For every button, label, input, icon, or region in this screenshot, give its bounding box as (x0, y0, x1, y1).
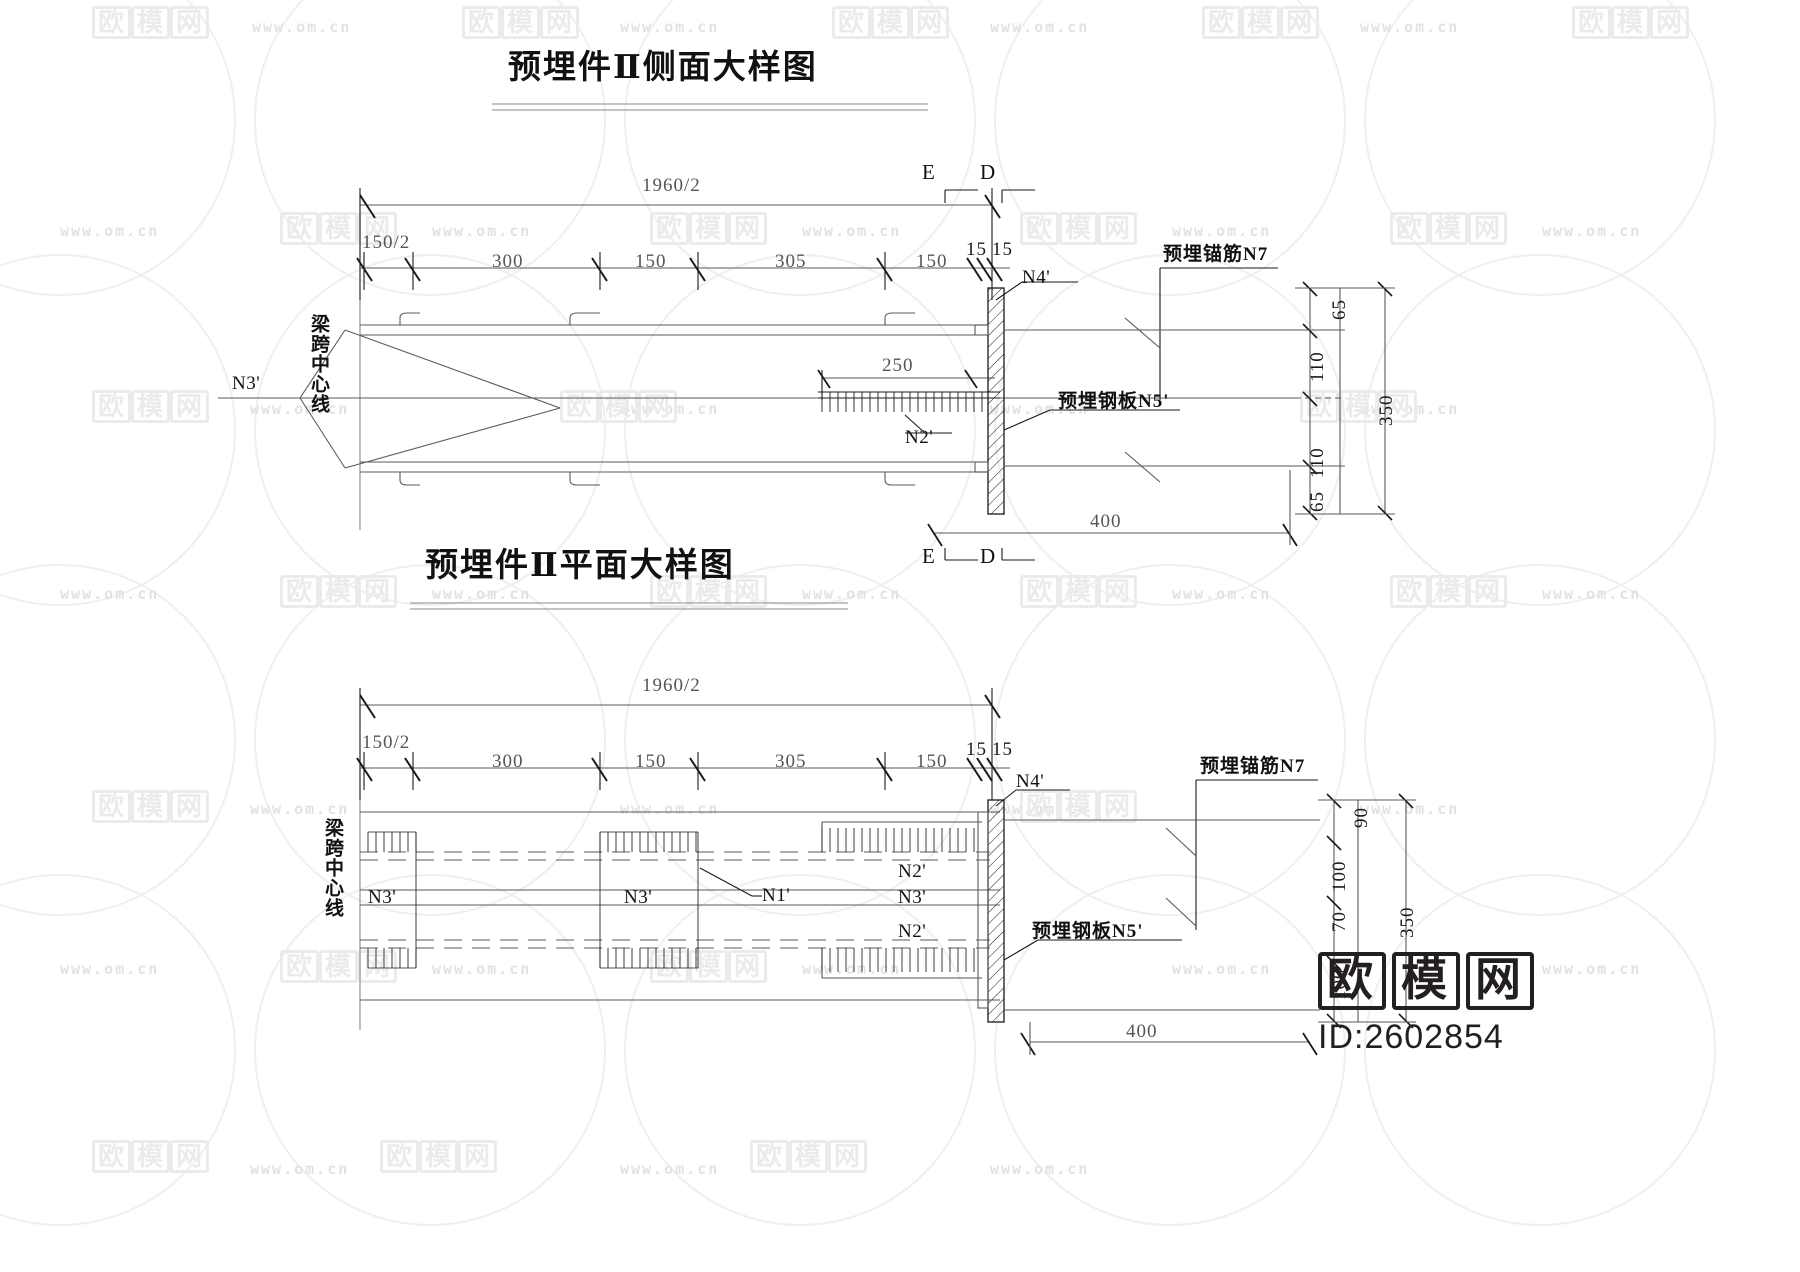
chain-dimension-300: 300 (492, 251, 524, 272)
brand-logo-char-3: 网 (1466, 952, 1534, 1010)
asset-id-text: ID:2602854 (1318, 1018, 1504, 1056)
chain-dimension-150b: 150 (916, 251, 948, 272)
plan-overall-dimension: 1960/2 (642, 675, 701, 696)
brand-logo-char-1: 欧 (1318, 952, 1386, 1010)
plan-label-embed-plate-n5: 预埋钢板N5' (1032, 921, 1144, 942)
plan-chain-15a: 15 (966, 739, 987, 760)
label-n2-prime-side: N2' (905, 427, 934, 448)
plan-edge-dimension: 150/2 (362, 732, 411, 753)
vertical-dim-65-top: 65 (1329, 299, 1350, 320)
plan-label-n2-prime-top: N2' (898, 861, 927, 882)
bottom-dimension-400-side: 400 (1090, 511, 1122, 532)
plan-view-title: 预埋件Ⅱ平面大样图 (425, 548, 735, 584)
beam-centerline-label-plan: 梁跨中心线 (321, 818, 343, 918)
plan-vertical-dim-90: 90 (1351, 807, 1372, 828)
brand-logo: 欧 模 网 (1318, 952, 1534, 1010)
plan-label-n1-prime: N1' (762, 885, 791, 906)
plan-label-anchor-rebar-n7: 预埋锚筋N7 (1200, 756, 1306, 777)
plan-chain-300: 300 (492, 751, 524, 772)
label-embed-plate-n5-side: 预埋钢板N5' (1058, 391, 1170, 412)
plan-vertical-dim-70: 70 (1329, 911, 1350, 932)
plan-label-n2-prime-bottom: N2' (898, 921, 927, 942)
side-elevation-geometry (218, 103, 1395, 561)
section-mark-d-top: D (980, 160, 996, 184)
plan-vertical-dim-100-top: 100 (1329, 860, 1350, 893)
chain-dimension-305: 305 (775, 251, 807, 272)
brand-logo-char-2: 模 (1392, 952, 1460, 1010)
overall-dimension: 1960/2 (642, 175, 701, 196)
label-n3-prime-side: N3' (232, 373, 261, 394)
vertical-dim-110-top: 110 (1307, 351, 1328, 382)
label-n4-prime-side: N4' (1022, 267, 1051, 288)
plan-chain-150a: 150 (635, 751, 667, 772)
plan-chain-305: 305 (775, 751, 807, 772)
plan-chain-15b: 15 (992, 739, 1013, 760)
section-mark-d-bottom: D (980, 544, 996, 568)
edge-dimension: 150/2 (362, 232, 411, 253)
stud-length-dimension: 250 (882, 355, 914, 376)
brand-badge: 欧 模 网 ID:2602854 (1318, 952, 1534, 1057)
plan-chain-150b: 150 (916, 751, 948, 772)
section-mark-e-top: E (922, 160, 935, 184)
vertical-dim-65-bottom: 65 (1307, 491, 1328, 512)
section-mark-e-bottom: E (922, 544, 935, 568)
plan-label-n3-prime-mid: N3' (624, 887, 653, 908)
chain-dimension-15a: 15 (966, 239, 987, 260)
vertical-dim-110-bottom: 110 (1307, 447, 1328, 478)
chain-dimension-150a: 150 (635, 251, 667, 272)
plan-label-n3-prime-center: N3' (898, 887, 927, 908)
side-elevation-title: 预埋件Ⅱ侧面大样图 (508, 50, 818, 86)
label-anchor-rebar-n7-side: 预埋锚筋N7 (1163, 244, 1269, 265)
chain-dimension-15b: 15 (992, 239, 1013, 260)
plan-bottom-dimension-400: 400 (1126, 1021, 1158, 1042)
beam-centerline-label-side: 梁跨中心线 (307, 314, 329, 414)
plan-label-n4-prime: N4' (1016, 771, 1045, 792)
plan-view-geometry (356, 602, 1416, 1056)
vertical-total-height-side: 350 (1376, 394, 1397, 427)
plan-vertical-total-height: 350 (1397, 906, 1418, 939)
plan-label-n3-prime-left: N3' (368, 887, 397, 908)
